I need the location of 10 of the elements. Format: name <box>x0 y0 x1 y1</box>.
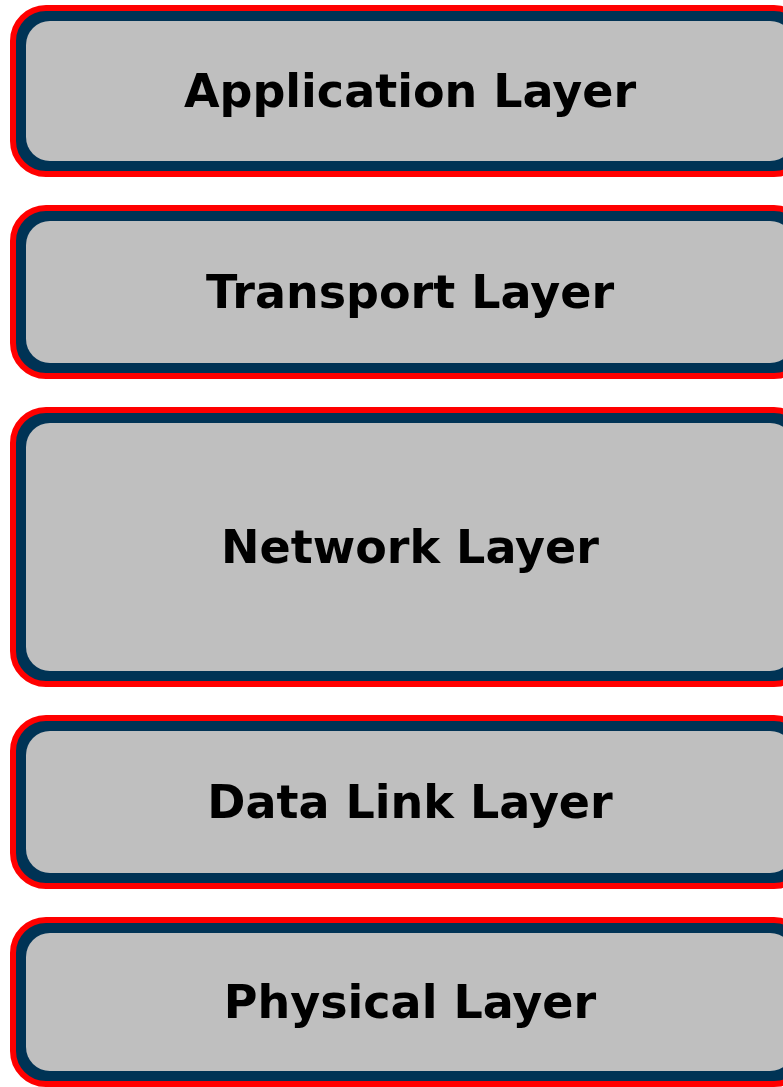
layer-box <box>10 715 783 889</box>
layer-label: Transport Layer <box>205 265 615 319</box>
layer-box <box>10 917 783 1087</box>
layer-box <box>10 205 783 379</box>
layer-label: Physical Layer <box>223 975 597 1029</box>
layer-box <box>10 407 783 687</box>
layer-label: Data Link Layer <box>207 775 613 829</box>
layer-box <box>10 5 783 177</box>
layer-label: Application Layer <box>183 64 637 118</box>
layer-label: Network Layer <box>221 520 599 574</box>
